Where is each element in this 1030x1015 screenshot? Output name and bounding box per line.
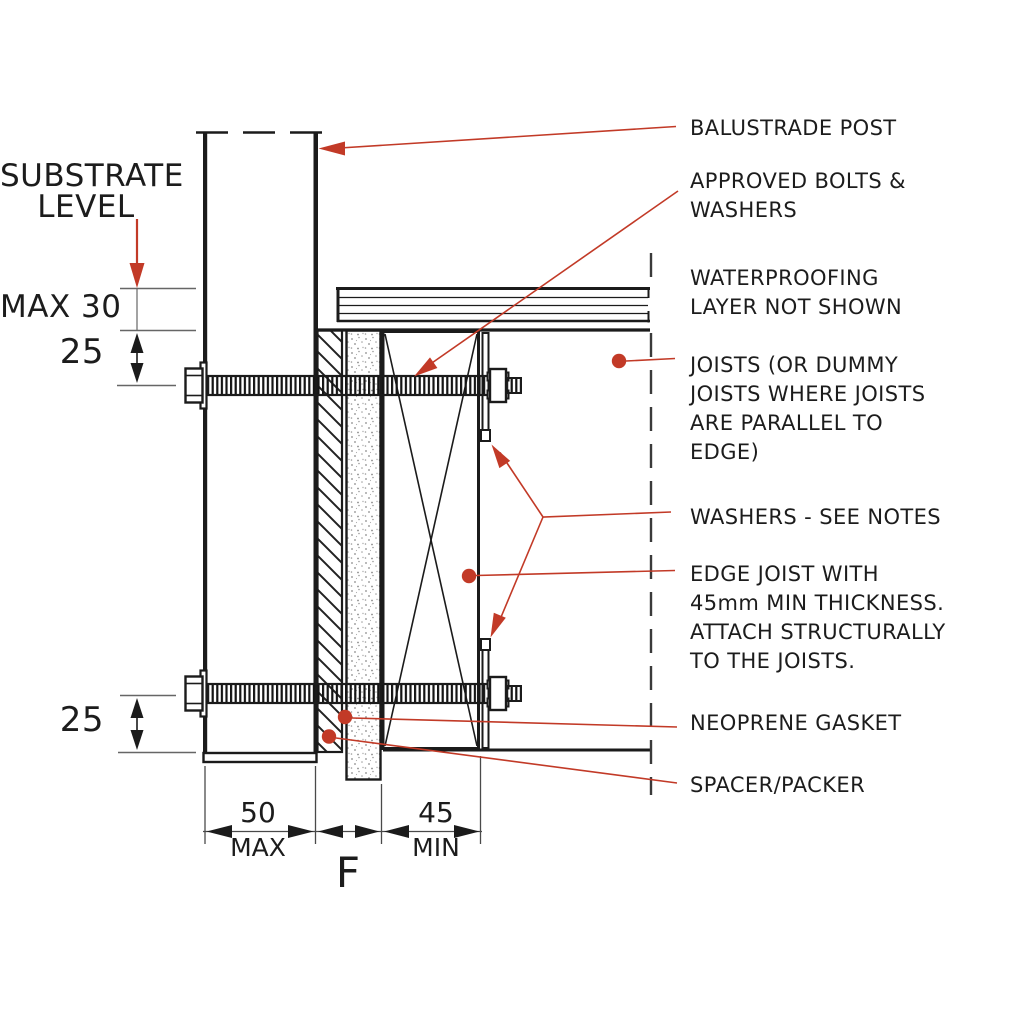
- bolt-threaded-rod: [205, 682, 492, 705]
- callout-line: APPROVED BOLTS &: [690, 169, 906, 193]
- washers-arrowhead-bottom: [490, 612, 506, 638]
- edge-joist-cross-brace: [384, 333, 478, 747]
- dim-50-value: 50: [240, 796, 276, 829]
- dim-45-qualifier: MIN: [412, 833, 460, 862]
- callout-line: NEOPRENE GASKET: [690, 711, 902, 735]
- callout-line: JOISTS WHERE JOISTS: [690, 382, 926, 406]
- callout-line: ATTACH STRUCTURALLY: [690, 620, 946, 644]
- callout-line: 45mm MIN THICKNESS.: [690, 591, 945, 615]
- neoprene-gasket-strip: [345, 329, 382, 781]
- dim-50-qualifier: MAX: [230, 833, 286, 862]
- dim25-bottom-down-arrow: [130, 730, 144, 750]
- callout-line: LAYER NOT SHOWN: [690, 295, 903, 319]
- callout-line: SPACER/PACKER: [690, 773, 866, 797]
- edge-joist-leader: [475, 569, 676, 577]
- post-left-wall: [203, 133, 208, 753]
- callout-line: JOISTS (OR DUMMY: [690, 353, 899, 377]
- approved-bolts-leader: [418, 190, 679, 373]
- detail-reference-letter: F: [335, 848, 361, 897]
- deck-boards: [336, 287, 650, 323]
- callout-edge-joist: EDGE JOIST WITH 45mm MIN THICKNESS. ATTA…: [690, 560, 946, 676]
- substrate-level-label: SUBSTRATE LEVEL: [0, 158, 184, 225]
- nut-body: [488, 675, 508, 712]
- substrate-level-line2: LEVEL: [37, 189, 135, 225]
- washers-leader: [499, 452, 672, 518]
- callout-line: WASHERS: [690, 198, 798, 222]
- red-callout-leaders: [129, 125, 679, 784]
- left-dimension-marks: [117, 287, 196, 754]
- washers-leader-branch: [496, 516, 544, 626]
- balustrade-post-arrowhead: [318, 141, 345, 156]
- spacer-packer-strip: [316, 329, 344, 754]
- balustrade-post-leader: [331, 125, 677, 150]
- callout-washers: WASHERS - SEE NOTES: [690, 503, 941, 532]
- washer-plate-bottom-end: [480, 638, 491, 651]
- balustrade-post-section: [196, 131, 329, 764]
- bolt-assembly-bottom: [184, 669, 522, 718]
- callout-waterproofing: WATERPROOFING LAYER NOT SHOWN: [690, 264, 902, 322]
- washers-arrowhead-top: [491, 444, 511, 469]
- left-dimension-arrows: [130, 333, 144, 750]
- spacer-packer-leader: [335, 737, 678, 784]
- gap-dim-right-arrow: [355, 825, 380, 838]
- callout-line: WATERPROOFING: [690, 266, 879, 290]
- post-base-plate: [202, 751, 318, 764]
- callout-approved-bolts: APPROVED BOLTS & WASHERS: [690, 167, 906, 225]
- bolt-head: [184, 675, 204, 712]
- dim25-bottom-up-arrow: [130, 698, 144, 718]
- dim-25-top-label: 25: [59, 332, 104, 372]
- dim25-top-down-arrow: [130, 363, 144, 383]
- approved-bolts-arrowhead: [414, 357, 438, 377]
- dim25-top-up-arrow: [130, 333, 144, 353]
- callout-spacer-packer: SPACER/PACKER: [690, 771, 865, 800]
- callout-joists: JOISTS (OR DUMMY JOISTS WHERE JOISTS ARE…: [690, 351, 925, 467]
- bolt-threaded-rod: [205, 374, 492, 397]
- dim50-right-arrow: [288, 825, 314, 838]
- substrate-level-arrowhead: [129, 263, 145, 288]
- bolt-assembly-top: [184, 361, 522, 410]
- bolt-thread-tip: [505, 377, 522, 394]
- dim-25-bottom-label: 25: [59, 700, 104, 740]
- bottom-dimension-arrows: [206, 825, 480, 838]
- callout-balustrade-post: BALUSTRADE POST: [690, 114, 897, 143]
- joists-leader: [625, 357, 676, 362]
- nut-body: [488, 367, 508, 404]
- edge-joist-section: [381, 330, 480, 750]
- callout-neoprene-gasket: NEOPRENE GASKET: [690, 709, 902, 738]
- dim50-left-arrow: [206, 825, 232, 838]
- gap-dim-left-arrow: [318, 825, 343, 838]
- max-30-dimension-label: MAX 30: [0, 289, 122, 325]
- dim45-right-arrow: [454, 825, 480, 838]
- callout-line: BALUSTRADE POST: [690, 116, 897, 140]
- callout-line: TO THE JOISTS.: [690, 649, 856, 673]
- callout-line: ARE PARALLEL TO: [690, 411, 884, 435]
- bolt-head: [184, 367, 204, 404]
- callout-line: WASHERS - SEE NOTES: [690, 505, 942, 529]
- dim45-left-arrow: [384, 825, 409, 838]
- substrate-level-line1: SUBSTRATE: [0, 158, 184, 194]
- neoprene-gasket-leader: [351, 717, 678, 728]
- dim-45-value: 45: [418, 796, 454, 829]
- edge-joist-leader-dot: [461, 568, 477, 584]
- joists-leader-dot: [611, 353, 627, 369]
- spacer-packer-leader-dot: [321, 729, 337, 744]
- callout-line: EDGE): [690, 440, 760, 464]
- neoprene-gasket-leader-dot: [337, 709, 353, 725]
- washer-plate-top-end: [480, 429, 491, 442]
- callout-line: EDGE JOIST WITH: [690, 562, 879, 586]
- bolt-thread-tip: [505, 685, 522, 702]
- post-right-wall: [313, 133, 318, 753]
